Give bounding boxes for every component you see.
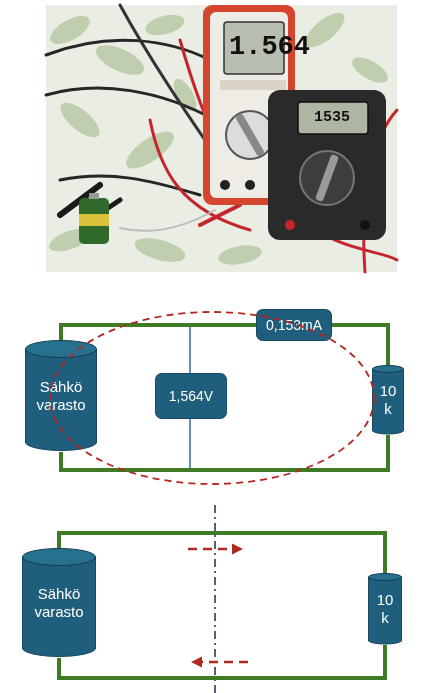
node-text: 0,153mA [266, 317, 322, 334]
leaf-pattern [46, 7, 392, 268]
circuit-wire [61, 435, 388, 470]
current-loop [50, 312, 374, 484]
storage-cylinder: 10 k [368, 573, 402, 645]
battery [79, 193, 109, 244]
storage-cylinder: Sähkö varasto [22, 548, 96, 658]
node-text: 10 k [378, 382, 398, 418]
node-text: 10 k [375, 591, 395, 627]
display-reading: 1535 [314, 109, 350, 126]
test-leads [46, 5, 397, 272]
node-text: 1,564V [169, 388, 213, 405]
node-text: Sähkö varasto [29, 378, 93, 414]
storage-cylinder: Sähkö varasto [25, 340, 97, 452]
edge-group [59, 325, 388, 678]
current-arrow [188, 549, 248, 662]
current-arrowhead [191, 544, 243, 668]
storage-cylinder: 10 k [372, 365, 404, 435]
multimeter [268, 90, 386, 240]
meter-reading-box: 1,564V [155, 373, 227, 419]
photo-background [46, 5, 397, 272]
circuit-wire [332, 325, 388, 365]
circuit-wire [59, 645, 385, 678]
meter-reading-box: 0,153mA [256, 309, 332, 341]
node-text: Sähkö varasto [26, 585, 92, 621]
cut-line [214, 505, 216, 693]
display-reading: 1.564 [229, 32, 310, 62]
circuit-wire [61, 325, 256, 340]
circuit-wire [59, 533, 385, 573]
